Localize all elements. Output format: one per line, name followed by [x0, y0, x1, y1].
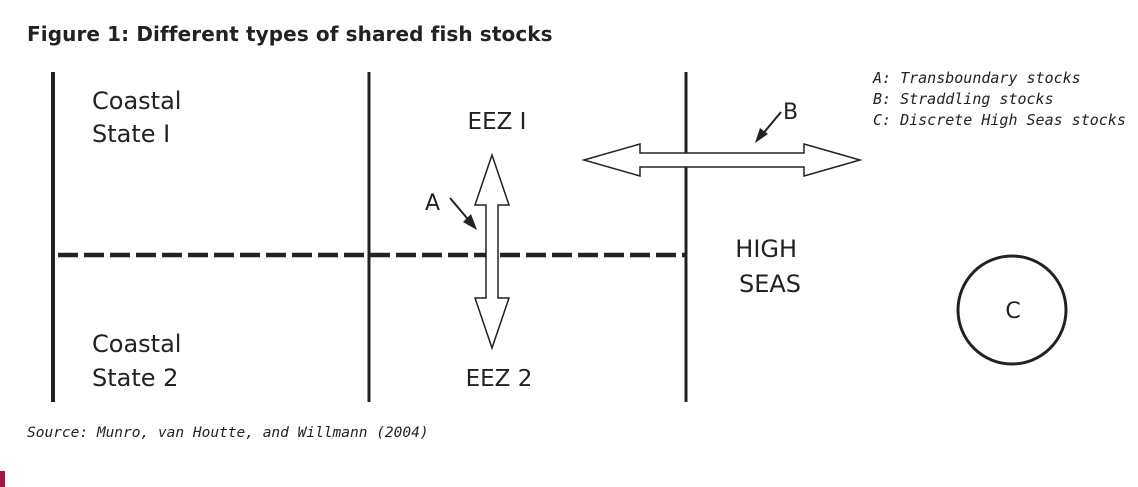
coastal-state-1-label: Coastal State I: [92, 87, 189, 148]
discrete-high-seas-stock-circle: [956, 254, 1068, 366]
legend: A: Transboundary stocks B: Straddling st…: [873, 68, 1126, 131]
coastal-state-2-label: Coastal State 2: [92, 330, 189, 392]
high-seas-label: HIGH SEAS: [735, 235, 804, 298]
legend-item-straddling: B: Straddling stocks: [873, 90, 1054, 108]
pointer-a-head: [463, 214, 477, 230]
eez-1-label: EEZ I: [468, 109, 527, 135]
marker-a-label: A: [425, 191, 440, 216]
legend-item-transboundary: A: Transboundary stocks: [873, 69, 1081, 87]
legend-item-discrete-high-seas: C: Discrete High Seas stocks: [873, 111, 1126, 129]
source-citation: Source: Munro, van Houtte, and Willmann …: [27, 425, 429, 441]
straddling-stock-arrow: [581, 143, 863, 177]
figure-title: Figure 1: Different types of shared fish…: [27, 22, 553, 46]
eez-2-label: EEZ 2: [466, 366, 533, 392]
marker-b-label: B: [783, 100, 798, 125]
pointer-b-head: [755, 128, 768, 143]
page-accent-mark: [0, 471, 5, 487]
transboundary-stock-arrow: [473, 152, 511, 351]
marker-c-label: C: [1005, 299, 1020, 324]
